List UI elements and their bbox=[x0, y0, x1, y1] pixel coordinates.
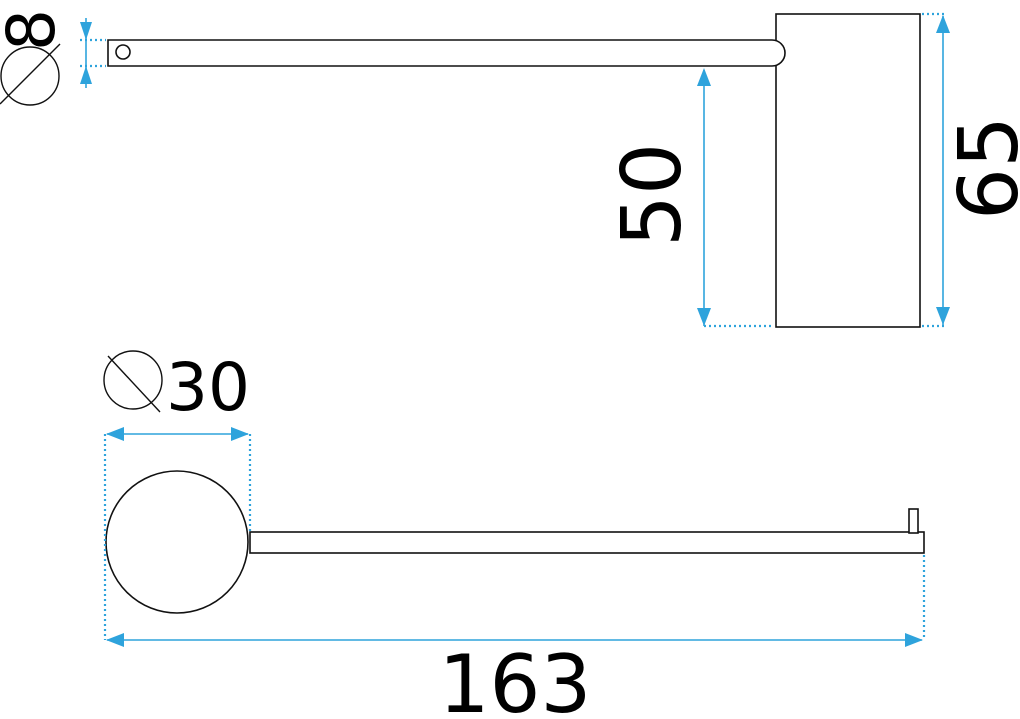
end-pin-hole bbox=[115, 44, 131, 60]
diameter-symbol-icon bbox=[0, 43, 61, 106]
end-stop-pin bbox=[908, 508, 919, 534]
plate-height-label: 65 bbox=[942, 116, 1020, 220]
overall-length-dimension: 163 bbox=[106, 555, 926, 719]
offset-label: 50 bbox=[605, 143, 700, 247]
top-view bbox=[107, 13, 921, 328]
front-view bbox=[105, 470, 925, 614]
wall-plate bbox=[775, 13, 921, 328]
holder-arm-front bbox=[249, 531, 925, 554]
plate-height-dimension: 65 bbox=[922, 12, 1020, 328]
rosette bbox=[105, 470, 249, 614]
overall-length-label: 163 bbox=[439, 638, 592, 719]
offset-dimension: 50 bbox=[605, 68, 774, 328]
diameter-symbol-icon bbox=[103, 350, 163, 413]
rosette-diameter-dimension: 30 bbox=[103, 349, 252, 640]
pin-diameter-label: 8 bbox=[0, 9, 70, 51]
rosette-diameter-label: 30 bbox=[166, 349, 250, 426]
holder-arm-top bbox=[107, 39, 786, 67]
pin-diameter-dimension: 8 bbox=[0, 9, 106, 106]
